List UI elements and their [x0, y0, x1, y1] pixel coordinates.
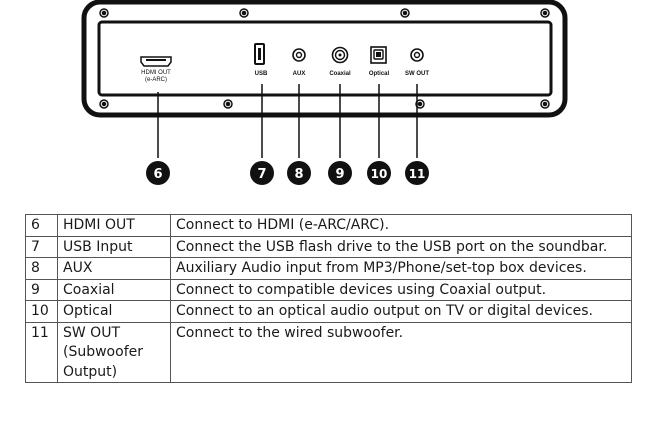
svg-text:6: 6	[153, 167, 162, 182]
port-description: Connect to compatible devices using Coax…	[170, 278, 632, 301]
svg-text:11: 11	[409, 167, 426, 181]
table-row: 6 HDMI OUT Connect to HDMI (e-ARC/ARC).	[25, 214, 632, 237]
sw-out-port-label: SW OUT	[405, 71, 429, 77]
panel-housing	[81, 0, 568, 118]
table-row: 8 AUX Auxiliary Audio input from MP3/Pho…	[25, 257, 632, 280]
row-number: 6	[25, 214, 58, 237]
svg-text:7: 7	[257, 167, 266, 182]
table-row: 7 USB Input Connect the USB flash drive …	[25, 235, 632, 258]
callout-11: 11	[405, 161, 429, 185]
port-name: SW OUT (Subwoofer Output)	[57, 321, 171, 383]
row-number: 8	[25, 257, 58, 280]
rear-panel-diagram: HDMI OUT (e-ARC) USB AUX Coaxial Optical…	[81, 0, 568, 185]
svg-text:10: 10	[371, 167, 388, 181]
callout-9: 9	[328, 161, 352, 185]
port-name: Coaxial	[57, 278, 171, 301]
port-description: Connect to HDMI (e-ARC/ARC).	[170, 214, 632, 237]
coaxial-port-icon	[331, 46, 349, 64]
screws	[99, 8, 550, 109]
callout-7: 7	[250, 161, 274, 185]
usb-port-label: USB	[255, 71, 268, 77]
aux-port-icon	[292, 48, 306, 62]
panel-inner	[97, 20, 553, 97]
port-name: USB Input	[57, 235, 171, 258]
coaxial-port-label: Coaxial	[329, 71, 351, 77]
svg-text:9: 9	[335, 167, 344, 182]
optical-port-icon	[370, 46, 387, 64]
row-number: 11	[25, 321, 58, 383]
aux-port-label: AUX	[293, 71, 306, 77]
leader-lines	[157, 84, 418, 158]
port-name: HDMI OUT	[57, 214, 171, 237]
hdmi-port-icon	[140, 56, 172, 67]
port-name: AUX	[57, 257, 171, 280]
port-description: Connect the USB flash drive to the USB p…	[170, 235, 632, 258]
hdmi-port-sublabel: (e-ARC)	[145, 77, 167, 83]
row-number: 10	[25, 300, 58, 323]
port-description: Connect to an optical audio output on TV…	[170, 300, 632, 323]
optical-port-label: Optical	[369, 71, 390, 77]
row-number: 9	[25, 278, 58, 301]
port-description-table: 6 HDMI OUT Connect to HDMI (e-ARC/ARC). …	[25, 214, 632, 383]
hdmi-port-label: HDMI OUT	[141, 70, 171, 76]
callout-8: 8	[287, 161, 311, 185]
row-number: 7	[25, 235, 58, 258]
usb-port-icon	[254, 43, 265, 65]
svg-text:8: 8	[294, 167, 303, 182]
callout-10: 10	[367, 161, 391, 185]
table-row: 11 SW OUT (Subwoofer Output) Connect to …	[25, 321, 632, 383]
table-row: 9 Coaxial Connect to compatible devices …	[25, 278, 632, 301]
port-name: Optical	[57, 300, 171, 323]
port-description: Connect to the wired subwoofer.	[170, 321, 632, 383]
table-row: 10 Optical Connect to an optical audio o…	[25, 300, 632, 323]
port-description: Auxiliary Audio input from MP3/Phone/set…	[170, 257, 632, 280]
callout-6: 6	[146, 161, 170, 185]
sw-out-port-icon	[410, 48, 424, 62]
